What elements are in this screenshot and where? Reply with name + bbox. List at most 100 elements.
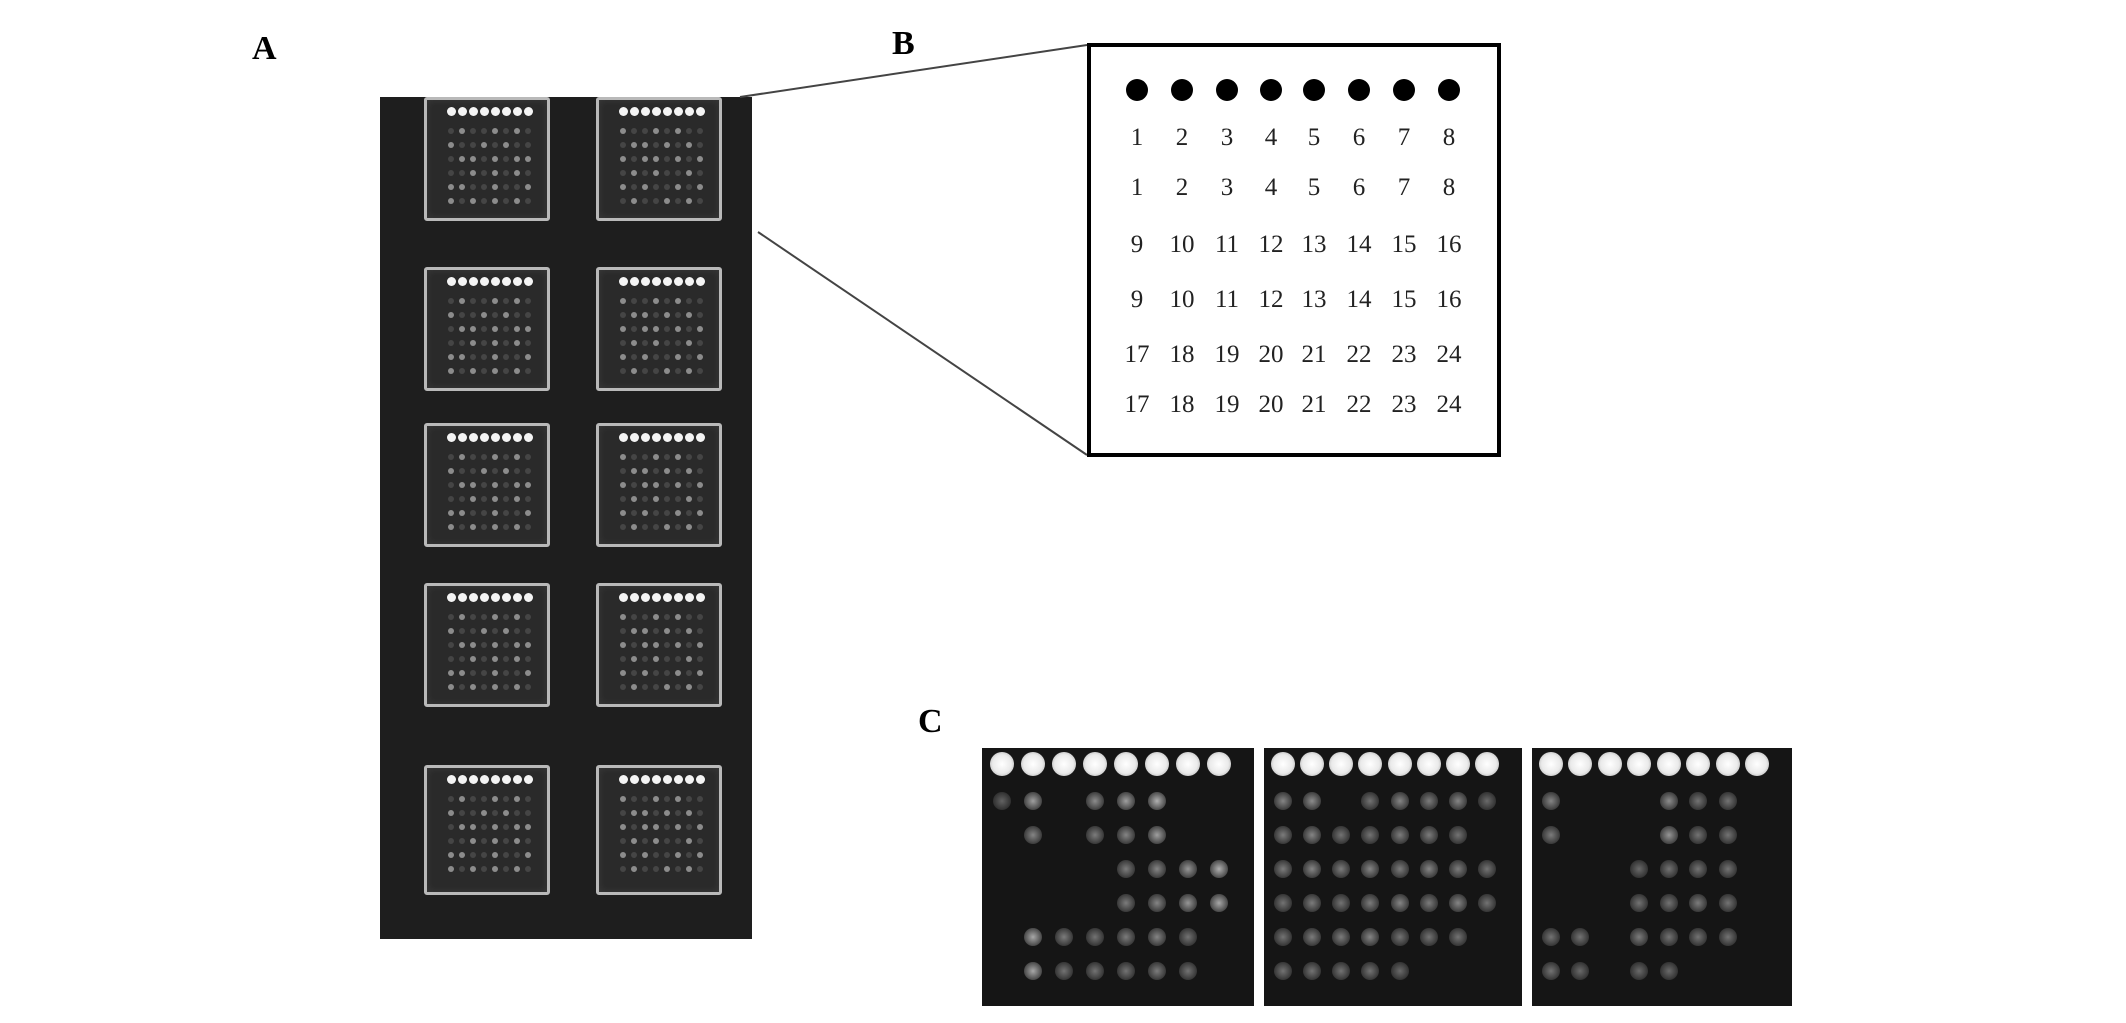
sample-spot xyxy=(631,614,637,620)
sample-spot xyxy=(631,354,637,360)
reference-spot xyxy=(619,593,628,602)
reference-spot xyxy=(1438,79,1460,101)
sub-array xyxy=(596,267,722,391)
sample-spot xyxy=(1302,962,1321,980)
sample-spot xyxy=(653,468,659,474)
sample-spot xyxy=(697,642,703,648)
sample-spot xyxy=(459,796,465,802)
reference-spot xyxy=(696,593,705,602)
reference-spot xyxy=(480,433,489,442)
sample-spot xyxy=(675,824,681,830)
sample-spot xyxy=(664,142,670,148)
sample-spot xyxy=(470,838,476,844)
sample-spot xyxy=(642,128,648,134)
sample-spot xyxy=(1390,928,1409,946)
sample-spot xyxy=(470,128,476,134)
sample-spot xyxy=(653,340,659,346)
sample-spot xyxy=(459,354,465,360)
sample-spot xyxy=(675,312,681,318)
sample-spot xyxy=(697,614,703,620)
sample-spot xyxy=(481,670,487,676)
reference-spot xyxy=(480,775,489,784)
sample-spot xyxy=(481,824,487,830)
sample-spot xyxy=(1541,962,1560,980)
reference-spot xyxy=(619,107,628,116)
reference-spot xyxy=(513,593,522,602)
sample-spot xyxy=(631,170,637,176)
sample-spot xyxy=(470,170,476,176)
spot-number: 6 xyxy=(1352,174,1366,201)
sample-spot xyxy=(686,198,692,204)
sample-spot xyxy=(514,810,520,816)
sample-spot xyxy=(1718,928,1737,946)
spot-number: 20 xyxy=(1258,391,1284,418)
sample-spot xyxy=(459,838,465,844)
reference-spot xyxy=(685,593,694,602)
reference-spot xyxy=(524,775,533,784)
reference-spot xyxy=(652,775,661,784)
sample-spot xyxy=(686,326,692,332)
sample-spot xyxy=(686,184,692,190)
sample-spot xyxy=(1541,792,1560,810)
sample-spot xyxy=(992,792,1011,810)
sample-spot xyxy=(1302,826,1321,844)
sample-spot xyxy=(631,866,637,872)
sample-spot xyxy=(642,496,648,502)
sample-spot xyxy=(448,454,454,460)
sample-spot xyxy=(492,496,498,502)
sample-spot xyxy=(1209,860,1228,878)
sample-spot xyxy=(1116,894,1135,912)
reference-spot xyxy=(652,277,661,286)
reference-spot xyxy=(619,433,628,442)
reference-spot xyxy=(458,433,467,442)
sample-spot xyxy=(620,468,626,474)
sample-spot xyxy=(1147,826,1166,844)
sample-spot xyxy=(686,340,692,346)
sample-spot xyxy=(697,838,703,844)
sample-spot xyxy=(470,298,476,304)
sample-spot xyxy=(631,852,637,858)
sample-spot xyxy=(620,454,626,460)
sample-spot xyxy=(675,810,681,816)
sample-spot xyxy=(503,128,509,134)
sample-spot xyxy=(686,684,692,690)
sample-spot xyxy=(686,524,692,530)
sample-spot xyxy=(1023,792,1042,810)
sample-spot xyxy=(631,524,637,530)
sample-spot xyxy=(697,670,703,676)
sample-spot xyxy=(470,312,476,318)
sample-spot xyxy=(1390,860,1409,878)
sample-spot xyxy=(620,796,626,802)
sample-spot xyxy=(642,656,648,662)
sample-spot xyxy=(686,354,692,360)
sample-spot xyxy=(503,810,509,816)
sample-spot xyxy=(664,670,670,676)
spot-number: 21 xyxy=(1301,391,1327,418)
sample-spot xyxy=(653,824,659,830)
sample-spot xyxy=(525,128,531,134)
sample-spot xyxy=(675,496,681,502)
sample-spot xyxy=(470,510,476,516)
sample-spot xyxy=(653,170,659,176)
sample-spot xyxy=(503,496,509,502)
reference-spot xyxy=(630,593,639,602)
sample-spot xyxy=(1116,962,1135,980)
sample-spot xyxy=(675,656,681,662)
sample-spot xyxy=(1571,962,1590,980)
sample-spot xyxy=(664,468,670,474)
sample-spot xyxy=(642,524,648,530)
sample-spot xyxy=(697,368,703,374)
sample-spot xyxy=(653,142,659,148)
sample-spot xyxy=(686,866,692,872)
sample-spot xyxy=(675,670,681,676)
sample-spot xyxy=(664,496,670,502)
sample-spot xyxy=(1332,962,1351,980)
sample-spot xyxy=(503,184,509,190)
sample-spot xyxy=(620,670,626,676)
sample-spot xyxy=(697,454,703,460)
sample-spot xyxy=(492,354,498,360)
sample-spot xyxy=(1659,860,1678,878)
reference-spot xyxy=(1082,752,1107,776)
reference-spot xyxy=(447,107,456,116)
sample-spot xyxy=(675,852,681,858)
